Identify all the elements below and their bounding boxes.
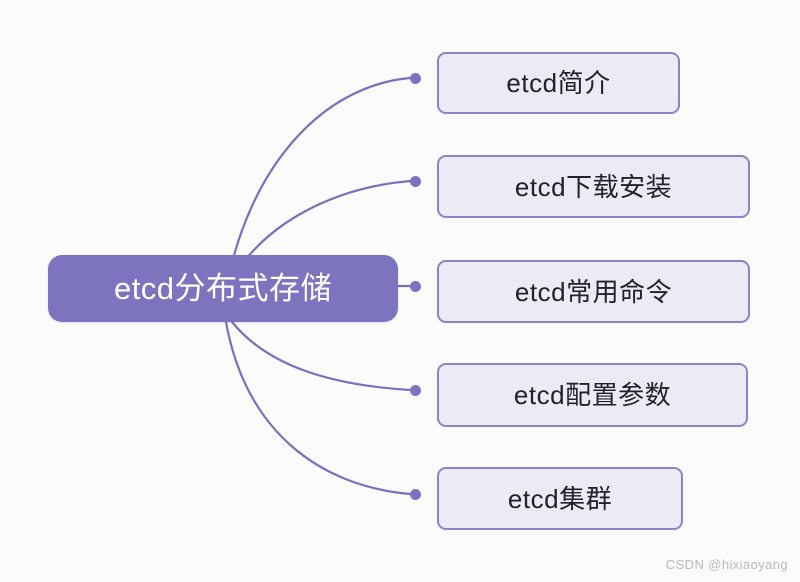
connector-bullet-icon: [410, 73, 421, 84]
child-node[interactable]: etcd常用命令: [437, 260, 750, 323]
connector-bullet-icon: [410, 176, 421, 187]
child-node-label: etcd常用命令: [514, 276, 673, 307]
connector-bullet-icon: [410, 385, 421, 396]
child-node[interactable]: etcd下载安装: [437, 155, 750, 218]
connector-to-etcd-config: [230, 320, 412, 392]
child-node-label: etcd集群: [507, 483, 613, 514]
child-node-label: etcd简介: [506, 68, 611, 98]
connector-bullet-icon: [410, 281, 421, 292]
connector-bullet-icon: [410, 489, 421, 500]
child-node[interactable]: etcd集群: [437, 467, 683, 530]
root-node[interactable]: etcd分布式存储: [48, 255, 398, 322]
watermark: CSDN @hixiaoyang: [665, 557, 788, 572]
child-node-label: etcd下载安装: [514, 171, 673, 202]
child-node[interactable]: etcd配置参数: [437, 363, 748, 427]
child-node[interactable]: etcd简介: [437, 52, 680, 114]
root-node-label: etcd分布式存储: [113, 271, 333, 306]
connector-to-etcd-cluster: [224, 320, 412, 496]
child-node-label: etcd配置参数: [513, 380, 672, 410]
